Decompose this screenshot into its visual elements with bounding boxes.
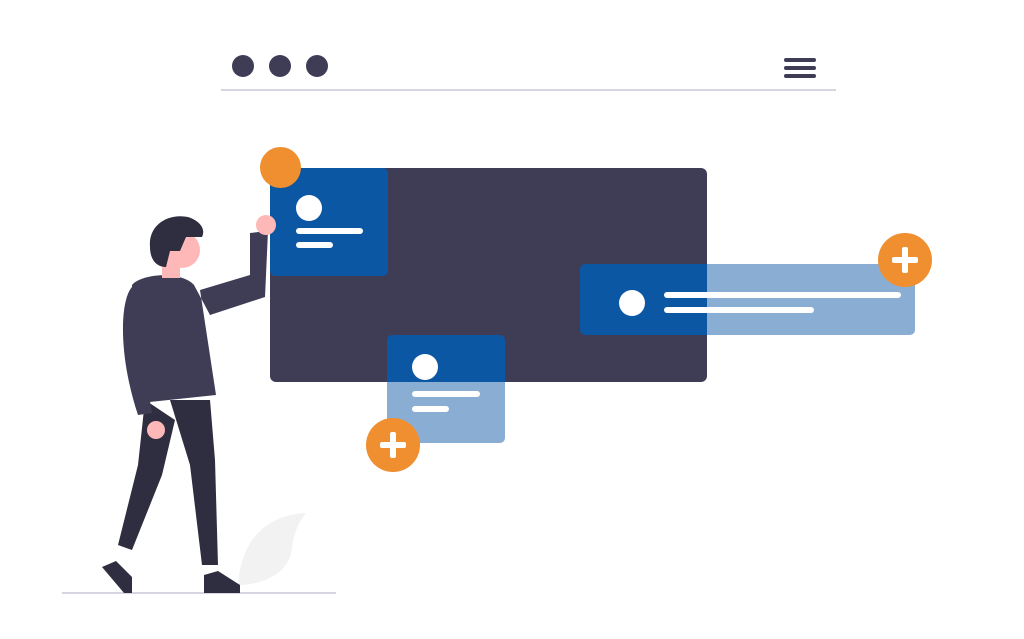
card-text-line: [664, 307, 814, 313]
left-hand: [147, 421, 165, 439]
card-text-line: [296, 228, 363, 234]
raised-hand: [256, 215, 276, 235]
menu-bar: [784, 58, 816, 62]
add-card-button[interactable]: [878, 233, 932, 287]
card-text-line: [412, 406, 449, 412]
menu-bar: [784, 74, 816, 78]
ground-line: [62, 592, 336, 594]
hair: [149, 216, 204, 267]
card-top-half: [387, 335, 505, 382]
card-text-line: [412, 391, 480, 397]
card-avatar: [412, 354, 438, 380]
card-avatar: [296, 195, 322, 221]
right-leg: [170, 400, 218, 565]
orange-dot-marker: [260, 147, 301, 188]
window-dot-1: [232, 55, 254, 77]
person-illustration: [102, 215, 276, 593]
card-right-part: [707, 264, 915, 335]
card-right[interactable]: [580, 264, 915, 335]
leaf-icon: [238, 513, 306, 585]
add-card-button[interactable]: [366, 418, 420, 472]
left-shoe: [102, 561, 132, 593]
torso: [130, 231, 268, 403]
card-text-line: [296, 242, 333, 248]
card-text-line: [664, 292, 901, 298]
window-dot-2: [269, 55, 291, 77]
window-dot-3: [306, 55, 328, 77]
header-divider: [221, 89, 836, 91]
hamburger-menu-icon[interactable]: [784, 58, 816, 78]
menu-bar: [784, 66, 816, 70]
leaf-shape: [238, 513, 306, 585]
right-shoe: [204, 571, 240, 593]
card-top-left[interactable]: [270, 168, 388, 276]
card-avatar: [619, 290, 645, 316]
left-arm: [122, 287, 152, 415]
left-leg: [118, 400, 175, 550]
